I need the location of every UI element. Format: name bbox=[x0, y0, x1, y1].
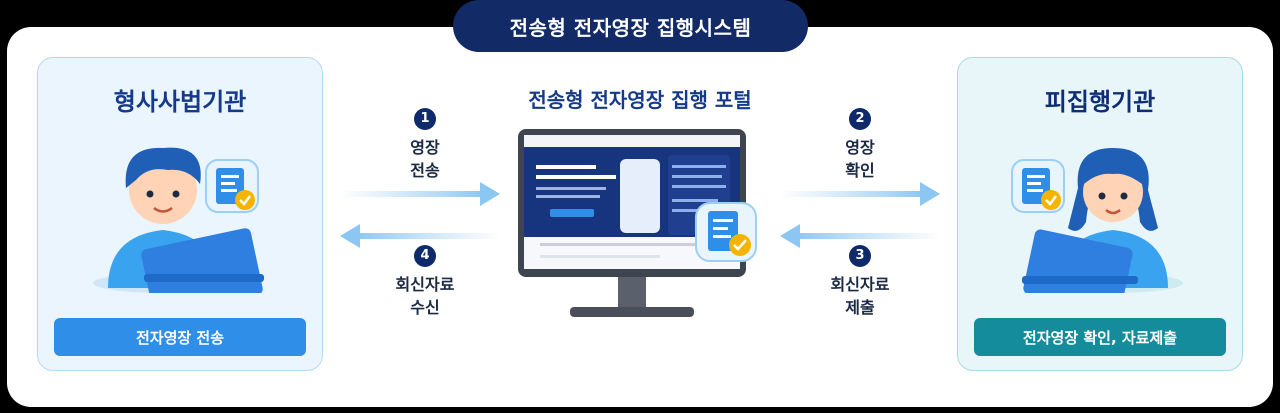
right-panel: 피집행기관 전자영장 확인, 자료제출 bbox=[957, 57, 1243, 371]
confirm-and-submit-button[interactable]: 전자영장 확인, 자료제출 bbox=[974, 318, 1226, 356]
step-3-badge: 3 bbox=[849, 245, 871, 267]
portal-title: 전송형 전자영장 집행 포털 bbox=[528, 88, 752, 112]
step-2-label: 2 영장 확인 bbox=[805, 108, 915, 182]
send-warrant-button[interactable]: 전자영장 전송 bbox=[54, 318, 306, 356]
left-panel-title: 형사사법기관 bbox=[113, 88, 247, 116]
portal-monitor-illustration bbox=[518, 129, 757, 317]
step-1-label: 1 영장 전송 bbox=[370, 108, 480, 182]
arrow-right-icon bbox=[338, 182, 500, 206]
step-2-badge: 2 bbox=[849, 108, 871, 130]
step-4-badge: 4 bbox=[414, 245, 436, 267]
left-panel: 형사사법기관 전자영장 전송 bbox=[37, 57, 323, 371]
female-recipient-laptop-illustration bbox=[1011, 148, 1183, 293]
diagram-title: 전송형 전자영장 집행시스템 bbox=[453, 0, 808, 52]
document-speech-bubble-icon bbox=[205, 159, 259, 213]
arrow-left-icon bbox=[780, 224, 942, 248]
document-check-icon bbox=[695, 202, 757, 262]
step-3-label: 3 회신자료 제출 bbox=[805, 245, 915, 319]
arrow-right-icon bbox=[778, 182, 940, 206]
step-1-badge: 1 bbox=[414, 108, 436, 130]
right-panel-title: 피집행기관 bbox=[1044, 88, 1156, 116]
step-4-label: 4 회신자료 수신 bbox=[370, 245, 480, 319]
male-officer-laptop-illustration bbox=[93, 147, 264, 293]
document-speech-bubble-icon bbox=[1011, 159, 1065, 213]
arrow-left-icon bbox=[340, 224, 502, 248]
